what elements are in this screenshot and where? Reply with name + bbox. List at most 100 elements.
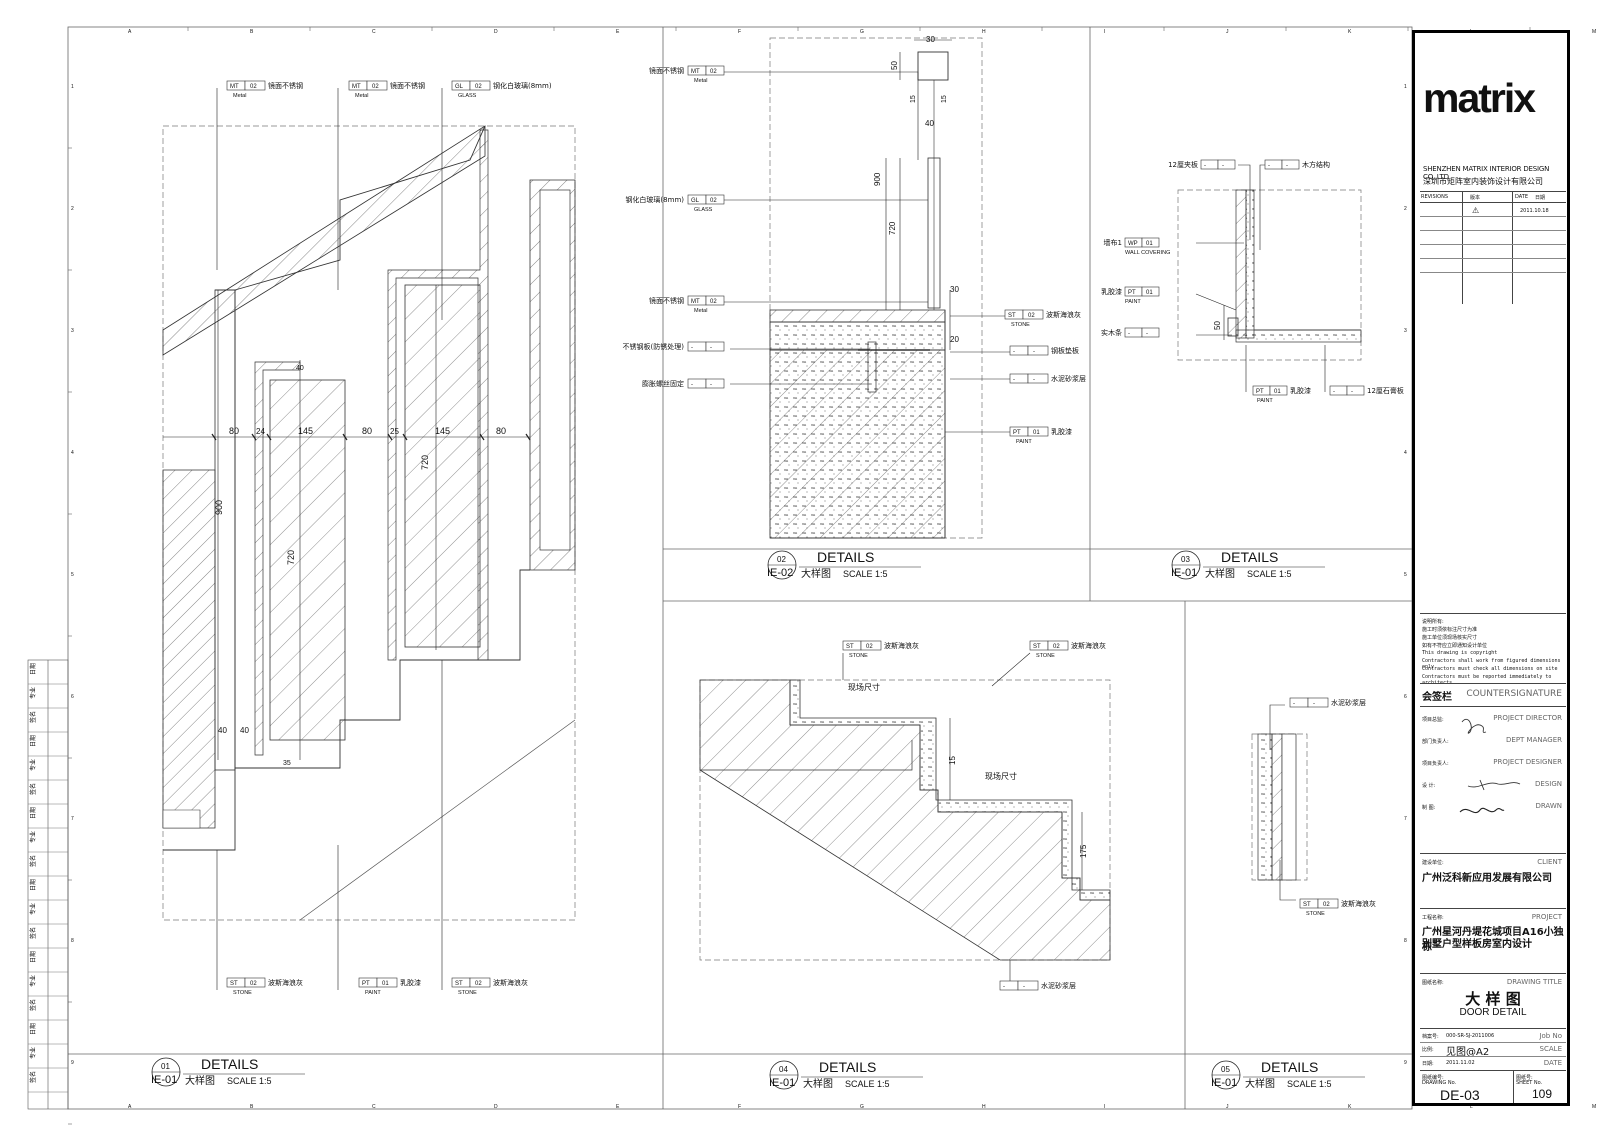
grid-number: 2 [71,206,74,212]
drawing-number: DE-03 [1440,1087,1480,1103]
countersign-cn: 会签栏 [1422,692,1452,703]
dim: 50 [890,61,899,70]
tag-name: 乳胶漆 [400,978,421,987]
grid-number: 4 [71,450,74,456]
detail-scale: SCALE 1:5 [845,1079,890,1089]
scale-en: SCALE [1539,1045,1562,1053]
grid-letter: C [372,1104,376,1110]
detail-04-drawing [699,652,1111,990]
grid-number: 7 [1404,816,1407,822]
tag-number: 01 [1146,241,1153,247]
grid-number: 2 [1404,206,1407,212]
grid-number: 9 [71,1060,74,1066]
project-line-2: 别墅户型样板房室内设计 [1422,939,1532,950]
role-en: DESIGN [1535,780,1562,788]
revision-table: REVISIONS 版本 DATE 日期 ⚠ 2011.10.18 [1420,191,1566,304]
tag-name: 乳胶漆 [1101,287,1122,296]
detail-heading: DETAILS [817,549,874,565]
role-label: 制 图: [1422,805,1436,811]
strip-label: 签名 [29,783,37,795]
strip-label: 签名 [29,927,37,939]
tag-number: - [1313,701,1315,707]
tag-number: - [1023,984,1025,990]
tag-name: 实木条 [1101,328,1122,337]
tag-name: 木方结构 [1302,160,1330,169]
grid-number: 1 [71,84,74,90]
job-box: 档案号: 000-SR-SJ-2011006 Job No 比例: 见图@A2 … [1420,1028,1566,1071]
sheet-no-en: SHEET No. [1516,1080,1543,1086]
tag-sub: PAINT [365,990,381,996]
detail-scale: SCALE 1:5 [843,569,888,579]
drawing-no-en: DRAWING No. [1422,1080,1457,1086]
sheet-no-label: 图纸号: [1516,1075,1533,1081]
tag-name: 波斯海浪灰 [884,641,919,650]
tag-code: ST [1033,644,1041,650]
material-tag: 膨胀螺丝固定-- [642,378,725,389]
tag-code: PT [1013,430,1021,436]
tag-number: 02 [710,198,717,204]
role-en: DRAWN [1535,802,1562,810]
grid-letter: F [738,29,741,35]
tag-number: 02 [475,84,482,90]
drawing-no-label: 图纸编号: [1422,1075,1444,1081]
grid-number: 6 [71,694,74,700]
material-tag: --钢板垫板 [1009,345,1079,356]
detail-number: 04 [779,1065,788,1074]
dim: 30 [926,35,935,44]
tag-name: 波斯海浪灰 [493,978,528,987]
dim: 15 [948,756,957,765]
grid-number: 5 [71,572,74,578]
tag-code: - [1013,377,1015,383]
dim: 40 [296,365,304,372]
tag-sub: STONE [458,990,477,996]
detail-cn: 大样图 [185,1074,215,1087]
detail-05-drawing [1251,704,1308,901]
tag-number: 02 [250,84,257,90]
detail-heading: DETAILS [819,1059,876,1075]
tag-code: - [1013,349,1015,355]
tag-sub: Metal [355,93,368,99]
material-tag: --木方结构 [1264,159,1330,170]
tag-name: 钢化白玻璃(8mm) [625,195,684,204]
dim: 40 [925,119,934,128]
tag-sub: STONE [1306,911,1325,917]
tag-code: ST [455,981,463,987]
client-en: CLIENT [1537,858,1562,866]
detail-number: 02 [777,555,786,564]
scale-value: 见图@A2 [1446,1047,1490,1058]
tag-number: 01 [1274,389,1281,395]
project-box: 工程名称: PROJECT 广州星河丹堤花城项目A16小独栋 别墅户型样板房室内… [1420,908,1566,974]
grid-letter: L [1470,1104,1473,1110]
note-line: This drawing is copyright [1422,650,1498,656]
detail-heading: DETAILS [201,1056,258,1072]
tag-name: 水泥砂浆层 [1051,374,1086,383]
detail-scale: SCALE 1:5 [1287,1079,1332,1089]
tag-name: 12厘石膏板 [1367,386,1404,395]
client-label: 建设单位: [1422,860,1444,866]
tag-sub: PAINT [1125,299,1141,305]
scale-label: 比例: [1422,1047,1434,1053]
tag-name: 水泥砂浆层 [1331,698,1366,707]
job-no: 000-SR-SJ-2011006 [1446,1033,1495,1039]
dim: 30 [950,285,959,294]
grid-letter: D [494,1104,498,1110]
grid-number: 6 [1404,694,1407,700]
detail-cn: 大样图 [801,567,831,580]
detail-number: 05 [1221,1065,1230,1074]
company-name-en: SHENZHEN MATRIX INTERIOR DESIGN CO.,LTD [1423,165,1550,181]
tag-sub: Metal [694,308,707,314]
rev-header: 版本 [1470,195,1481,201]
